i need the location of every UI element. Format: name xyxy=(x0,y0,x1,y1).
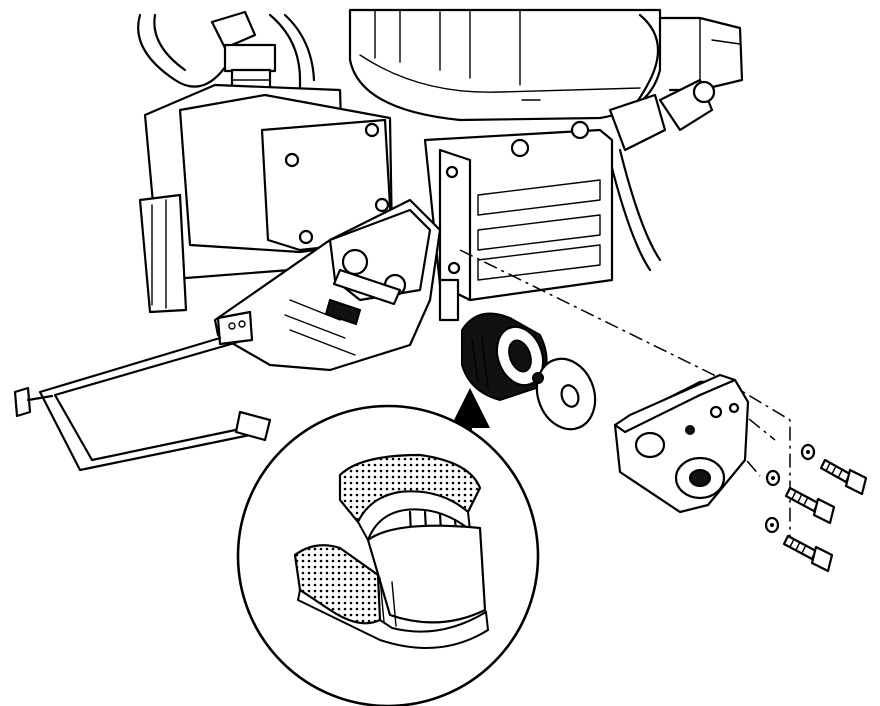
lock-washer xyxy=(765,469,781,487)
bolt xyxy=(784,486,836,525)
mounting-bracket xyxy=(213,198,460,372)
lock-washer xyxy=(800,443,816,461)
detail-inset-coupling xyxy=(236,404,540,706)
bolt-group xyxy=(782,458,868,573)
bolt xyxy=(819,458,868,496)
gear-box xyxy=(138,83,394,314)
adapter-flange xyxy=(613,373,750,514)
washer xyxy=(532,357,597,431)
coupling-sleeve xyxy=(461,312,548,402)
bolt xyxy=(782,534,834,573)
bail-handle xyxy=(13,336,272,472)
pump-housing xyxy=(423,120,614,302)
lock-washer xyxy=(764,516,780,534)
lock-washer-group xyxy=(764,443,816,534)
assembly-axis-line xyxy=(459,249,791,545)
motor-unit xyxy=(348,8,744,122)
